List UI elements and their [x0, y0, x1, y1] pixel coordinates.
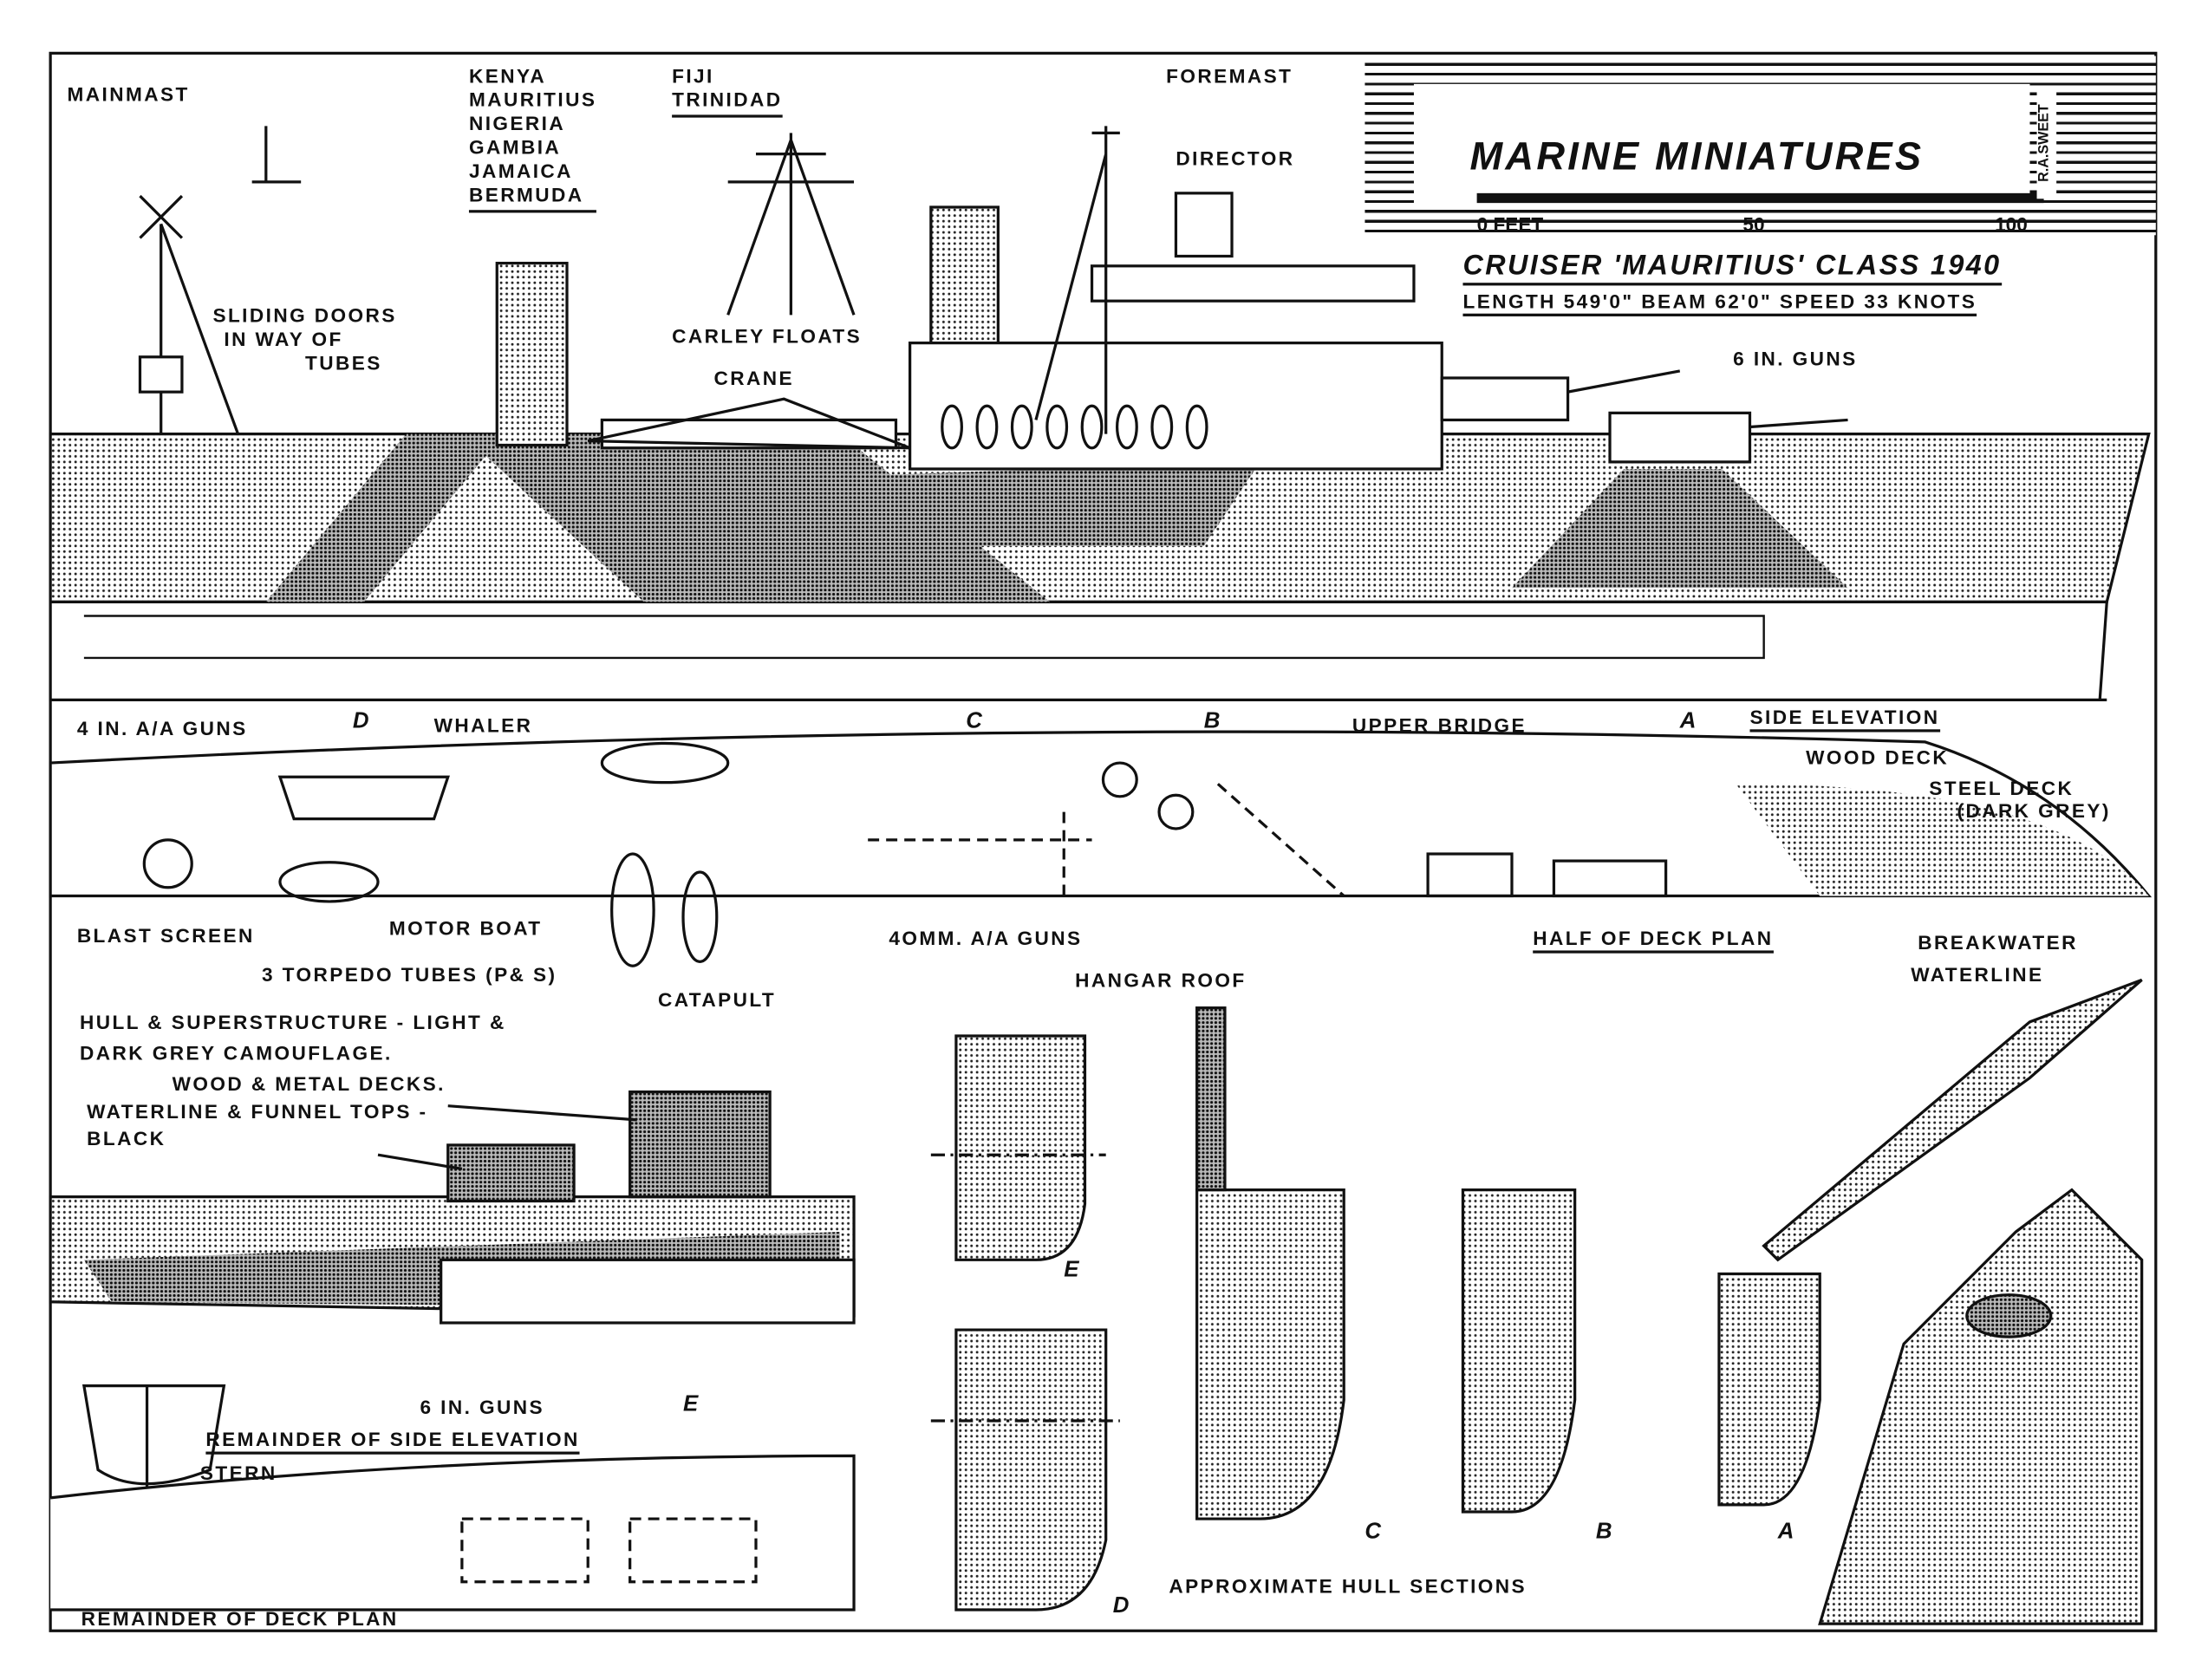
aft-deck-plan: [49, 1454, 856, 1612]
artist-signature: R.A.SWEET: [2036, 87, 2057, 199]
aft-turret-x: [446, 1143, 576, 1203]
hull-section-e: [954, 1034, 1087, 1261]
section-letter-c: C: [1365, 1520, 1384, 1545]
label-hangar-roof: HANGAR ROOF: [1075, 968, 1247, 992]
foremast-mast: [1034, 126, 1120, 434]
hull-section-b: [1461, 1188, 1577, 1514]
class-list-1: KENYA MAURITIUS NIGERIA GAMBIA JAMAICA B…: [468, 64, 597, 213]
hull-section-d: [954, 1328, 1108, 1612]
label-catapult: CATAPULT: [657, 988, 777, 1011]
section-letter-b: B: [1595, 1520, 1614, 1545]
note-line-3: WOOD & METAL DECKS.: [172, 1071, 446, 1095]
brand-title: MARINE MINIATURES: [1469, 134, 1925, 179]
hull-section-a: [1717, 1272, 1821, 1507]
label-blast-screen: BLAST SCREEN: [76, 923, 255, 947]
label-half-deck-plan: HALF OF DECK PLAN: [1533, 928, 1774, 954]
aft-funnel: [495, 261, 569, 447]
scale-label-0: 0 FEET: [1476, 212, 1544, 236]
label-6in-guns: 6 IN. GUNS: [1733, 347, 1858, 370]
label-motor-boat: MOTOR BOAT: [388, 916, 543, 940]
waterline-band: [49, 600, 2109, 702]
turret-b: [1440, 376, 1570, 422]
label-stern: STERN: [199, 1461, 277, 1484]
label-waterline: WATERLINE: [1911, 962, 2044, 986]
label-6in-guns-aft: 6 IN. GUNS: [420, 1395, 545, 1418]
label-sliding-doors-3: TUBES: [305, 351, 382, 374]
iso-ship-view: [1818, 1188, 2144, 1625]
mainmast-mast: [139, 194, 240, 435]
note-line-2: DARK GREY CAMOUFLAGE.: [80, 1041, 393, 1065]
label-whaler: WHALER: [433, 713, 533, 737]
label-carley-floats: CARLEY FLOATS: [672, 324, 863, 348]
bridge: [1090, 264, 1416, 303]
section-marker-c: C: [966, 709, 985, 734]
boat-2: [681, 870, 719, 963]
label-40mm-aa-guns: 4OMM. A/A GUNS: [889, 926, 1083, 949]
class-list-2: FIJI TRINIDAD: [672, 64, 783, 118]
section-marker-d: D: [352, 709, 372, 734]
scale-bar: [1476, 192, 2044, 204]
title-block: MARINE MINIATURES 0 FEET 50 100 R.A.SWEE…: [1365, 55, 2156, 236]
note-line-5: BLACK: [87, 1126, 166, 1149]
label-sliding-doors: SLIDING DOORS: [212, 303, 397, 327]
label-remainder-deck: REMAINDER OF DECK PLAN: [81, 1606, 399, 1630]
crane: [587, 397, 911, 450]
stern-section: [81, 1384, 226, 1486]
label-upper-bridge: UPPER BRIDGE: [1352, 713, 1527, 737]
whaler-boat: [600, 741, 730, 785]
note-line-1: HULL & SUPERSTRUCTURE - LIGHT &: [80, 1010, 506, 1033]
label-remainder-side: REMAINDER OF SIDE ELEVATION: [205, 1429, 580, 1455]
label-steel-deck: STEEL DECK: [1929, 777, 2075, 800]
scale-label-50: 50: [1742, 212, 1765, 236]
scale-label-100: 100: [1995, 212, 2028, 236]
section-marker-a: A: [1679, 709, 1698, 734]
section-marker-b: B: [1203, 709, 1222, 734]
note-line-4: WATERLINE & FUNNEL TOPS -: [87, 1100, 428, 1123]
section-marker-e: E: [683, 1392, 700, 1417]
boat-1: [610, 852, 655, 967]
ship-name: NIGERIA: [468, 112, 566, 135]
label-mainmast: MAINMAST: [67, 82, 190, 106]
ship-name: MAURITIUS: [468, 88, 597, 111]
ship-title: CRUISER 'MAURITIUS' CLASS 1940: [1462, 252, 2002, 286]
label-wood-deck: WOOD DECK: [1806, 746, 1950, 769]
section-letter-d: D: [1112, 1594, 1131, 1618]
director-tower: [1174, 192, 1234, 258]
label-side-elevation: SIDE ELEVATION: [1749, 707, 1940, 733]
carley-floats: [941, 404, 1208, 450]
steel-deck-area: [1736, 784, 2149, 896]
section-letter-e: E: [1064, 1258, 1081, 1283]
label-sliding-doors-2: IN WAY OF: [224, 327, 343, 350]
ship-name: KENYA: [468, 64, 547, 88]
label-4in-aa-guns: 4 IN. A/A GUNS: [76, 716, 248, 739]
label-steel-deck-2: (DARK GREY): [1957, 799, 2111, 822]
ship-name: TRINIDAD: [672, 88, 783, 118]
label-hull-sections: APPROXIMATE HULL SECTIONS: [1169, 1574, 1527, 1598]
label-foremast: FOREMAST: [1166, 64, 1293, 88]
ship-specs: LENGTH 549'0" BEAM 62'0" SPEED 33 KNOTS: [1462, 291, 1977, 316]
ship-name: JAMAICA: [468, 160, 573, 182]
section-letter-a: A: [1777, 1520, 1796, 1545]
ship-name: GAMBIA: [468, 135, 562, 159]
iso-upper-view: [1762, 978, 2143, 1262]
motor-boat-icon: [278, 861, 380, 903]
label-director: DIRECTOR: [1176, 147, 1295, 170]
label-crane: CRANE: [713, 367, 795, 389]
hull-section-c: [1195, 1188, 1345, 1520]
turret-a: [1608, 411, 1752, 464]
half-deck-plan: [49, 730, 2153, 898]
ship-name: FIJI: [672, 64, 714, 88]
label-torpedo-tubes: 3 TORPEDO TUBES (P& S): [261, 962, 557, 986]
aft-turret-y: [629, 1090, 772, 1199]
label-breakwater: BREAKWATER: [1918, 930, 2078, 954]
ship-name: BERMUDA: [468, 184, 597, 213]
